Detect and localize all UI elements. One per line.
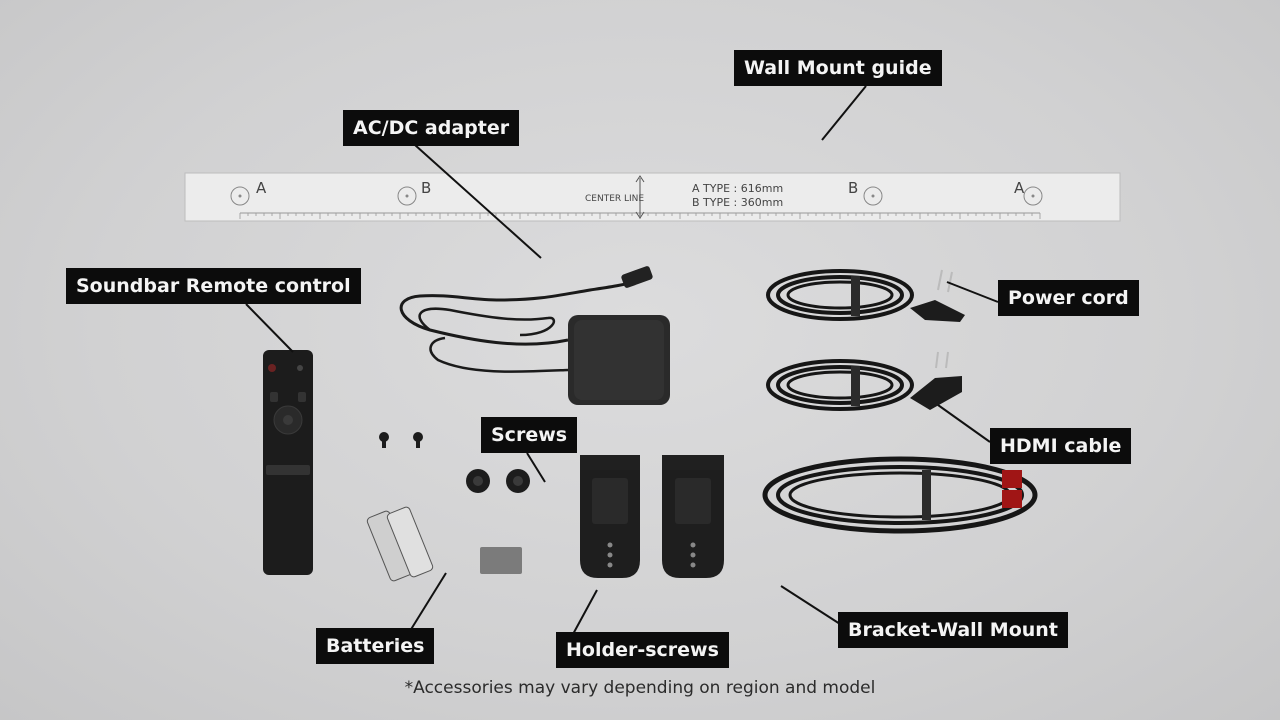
power-cord [766, 269, 965, 322]
callout-holder-screws: Holder-screws [556, 632, 729, 668]
guide-a-type: A TYPE : 616mm [692, 182, 783, 195]
callout-remote-control: Soundbar Remote control [66, 268, 361, 304]
screws [379, 432, 423, 448]
callout-power-cord: Power cord [998, 280, 1139, 316]
callout-wall-mount-guide: Wall Mount guide [734, 50, 942, 86]
batteries [366, 506, 434, 582]
guide-letter-a-left: A [256, 179, 267, 197]
footnote: *Accessories may vary depending on regio… [404, 678, 876, 698]
guide-letter-b-right: B [848, 179, 858, 197]
guide-b-type: B TYPE : 360mm [692, 196, 783, 209]
hdmi-cable-coil [766, 351, 962, 411]
callout-batteries: Batteries [316, 628, 435, 664]
remote-control [263, 350, 313, 575]
optical-cable [762, 456, 1038, 534]
callout-ac-dc-adapter: AC/DC adapter [343, 110, 520, 146]
guide-center-line: CENTER LINE [585, 194, 644, 204]
leader-lines [245, 85, 999, 637]
ac-dc-adapter [399, 266, 670, 405]
callout-screws: Screws [481, 417, 578, 453]
guide-letter-b-left: B [421, 179, 431, 197]
holder-screws-parts [466, 469, 530, 493]
callout-bracket-wall-mount: Bracket-Wall Mount [838, 612, 1068, 648]
guide-ruler-ticks [239, 213, 1041, 219]
felt-pad [480, 547, 522, 574]
guide-letter-a-right: A [1014, 179, 1025, 197]
bracket-wall-mount-parts [580, 455, 724, 578]
wall-mount-guide: A B B A CENTER LINE A TYPE : 616mm B TYP… [184, 172, 1121, 222]
callout-hdmi-cable: HDMI cable [990, 428, 1132, 464]
